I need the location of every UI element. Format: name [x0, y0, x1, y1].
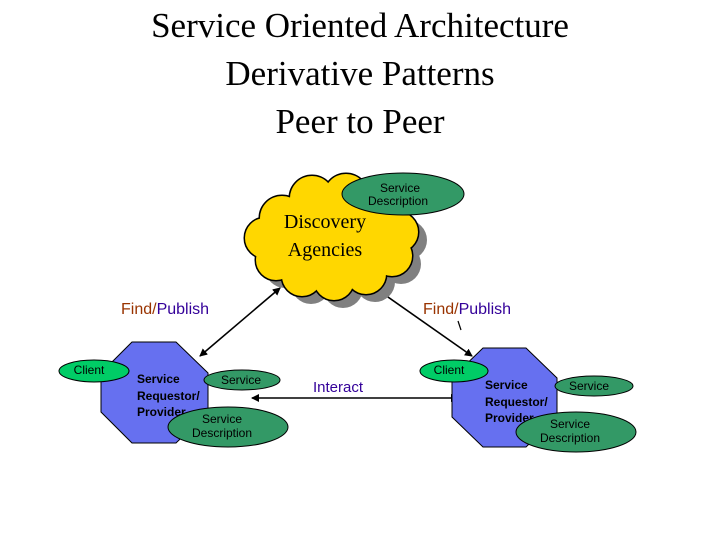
- discovery-service-description-line-1: Service: [380, 181, 420, 195]
- left-service-label: Service: [221, 373, 261, 387]
- title-line-1: Service Oriented Architecture: [151, 6, 569, 45]
- find-publish-right-arrow: [377, 289, 473, 357]
- publish-left-text: Publish: [157, 301, 209, 318]
- right-service-ellipse: [554, 375, 634, 397]
- left-peer-label-line-1: Service: [137, 372, 180, 386]
- slash-right-text: /: [454, 301, 459, 318]
- left-service-description-line-2: Description: [192, 426, 252, 440]
- left-service-ellipse: [203, 369, 281, 391]
- find-right-text: Find: [423, 301, 454, 318]
- right-service-description-line-1: Service: [550, 417, 590, 431]
- discovery-service-description-ellipse: [341, 172, 465, 216]
- right-peer-label-line-3: Provider: [485, 411, 534, 425]
- right-client-ellipse: [419, 359, 489, 383]
- right-client-label: Client: [434, 363, 465, 377]
- publish-right-text: Publish: [459, 301, 511, 318]
- left-client-ellipse: [58, 359, 130, 383]
- title-line-2: Derivative Patterns: [225, 54, 495, 93]
- right-service-description-ellipse: [515, 411, 637, 453]
- left-peer-label-line-3: Provider: [137, 405, 186, 419]
- left-client-label: Client: [74, 363, 105, 377]
- right-link-tick: [457, 320, 462, 331]
- right-service-description-line-2: Description: [540, 431, 600, 445]
- find-left-text: Find: [121, 301, 152, 318]
- right-peer-label-line-1: Service: [485, 378, 528, 392]
- left-service-description-ellipse: [167, 406, 289, 448]
- slash-left-text: /: [152, 301, 157, 318]
- find-publish-right-label: Find/Publish: [423, 301, 511, 318]
- interact-label: Interact: [313, 379, 364, 396]
- find-publish-left-arrow: [199, 287, 281, 357]
- left-service-description-line-1: Service: [202, 412, 242, 426]
- right-peer-label-line-2: Requestor/: [485, 395, 548, 409]
- discovery-label-line-1: Discovery: [284, 211, 366, 233]
- discovery-label-line-2: Agencies: [288, 239, 363, 261]
- title-line-3: Peer to Peer: [275, 102, 445, 141]
- discovery-service-description-line-2: Description: [368, 194, 428, 208]
- find-publish-left-label: Find/Publish: [121, 301, 209, 318]
- left-peer-label-line-2: Requestor/: [137, 389, 200, 403]
- right-service-label: Service: [569, 379, 609, 393]
